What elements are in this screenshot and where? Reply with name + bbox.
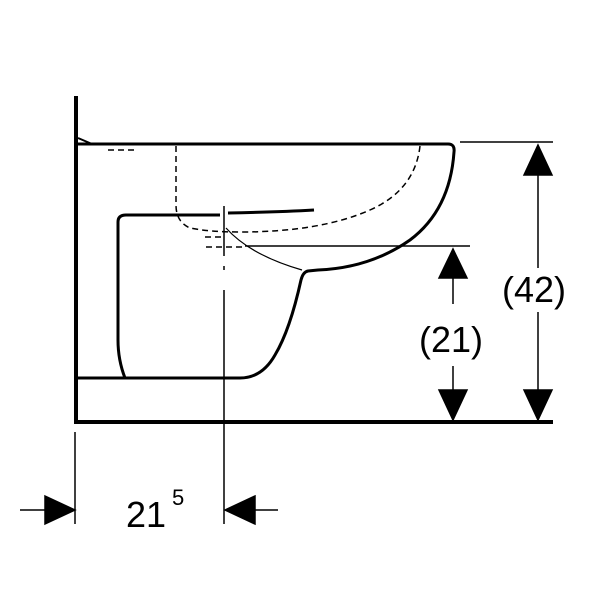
wall-offset-superscript: 5 xyxy=(172,485,184,510)
toilet-back-corner xyxy=(77,137,93,145)
wall-offset-dimension xyxy=(20,494,278,526)
mounting-frame xyxy=(116,213,220,379)
arrow-right-icon xyxy=(44,494,77,526)
hidden-lines xyxy=(108,145,421,248)
arrow-up-icon xyxy=(437,247,469,279)
wall-offset-label: 21 xyxy=(126,494,166,535)
arrow-left-icon xyxy=(223,494,256,526)
bowl-inner-dashed xyxy=(175,145,421,233)
arrow-up-icon xyxy=(522,143,554,176)
bowl-inner-thin xyxy=(225,227,303,271)
wall-and-floor xyxy=(74,96,553,424)
seat-line xyxy=(227,208,315,215)
arrow-down-icon xyxy=(437,389,469,422)
total-height-label: (42) xyxy=(502,269,566,310)
toilet-top-and-bowl xyxy=(76,142,456,380)
height-dimensions xyxy=(245,141,554,422)
outlet-dashed xyxy=(205,236,246,248)
centerline xyxy=(74,206,225,524)
toilet-outline xyxy=(76,137,456,380)
arrow-down-icon xyxy=(522,389,554,422)
outlet-height-label: (21) xyxy=(419,319,483,360)
